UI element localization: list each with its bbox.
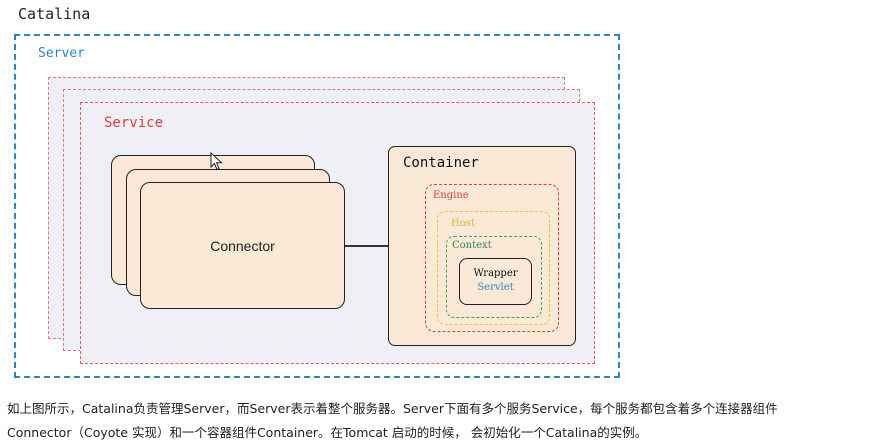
container-box	[388, 146, 576, 346]
wrapper-label: Wrapper	[473, 268, 518, 279]
server-label: Server	[38, 46, 85, 61]
servlet-label: Servlet	[477, 282, 514, 293]
description-line-1: 如上图所示，Catalina负责管理Server，而Server表示着整个服务器…	[7, 401, 778, 416]
mouse-pointer-icon	[210, 152, 223, 171]
host-label: Host	[451, 218, 475, 229]
container-label: Container	[403, 155, 479, 171]
description-line-2: Connector（Coyote 实现）和一个容器组件Container。在To…	[7, 425, 648, 440]
catalina-title: Catalina	[18, 5, 91, 23]
connector-container-link	[345, 245, 389, 247]
connector-box-front: Connector	[140, 182, 345, 309]
connector-label: Connector	[210, 237, 275, 254]
server-box	[14, 34, 620, 378]
engine-label: Engine	[433, 190, 469, 201]
host-box	[437, 211, 550, 325]
wrapper-box	[459, 258, 532, 305]
service-label: Service	[104, 115, 164, 131]
context-label: Context	[452, 240, 492, 251]
context-box	[446, 236, 542, 318]
engine-box	[425, 184, 559, 332]
